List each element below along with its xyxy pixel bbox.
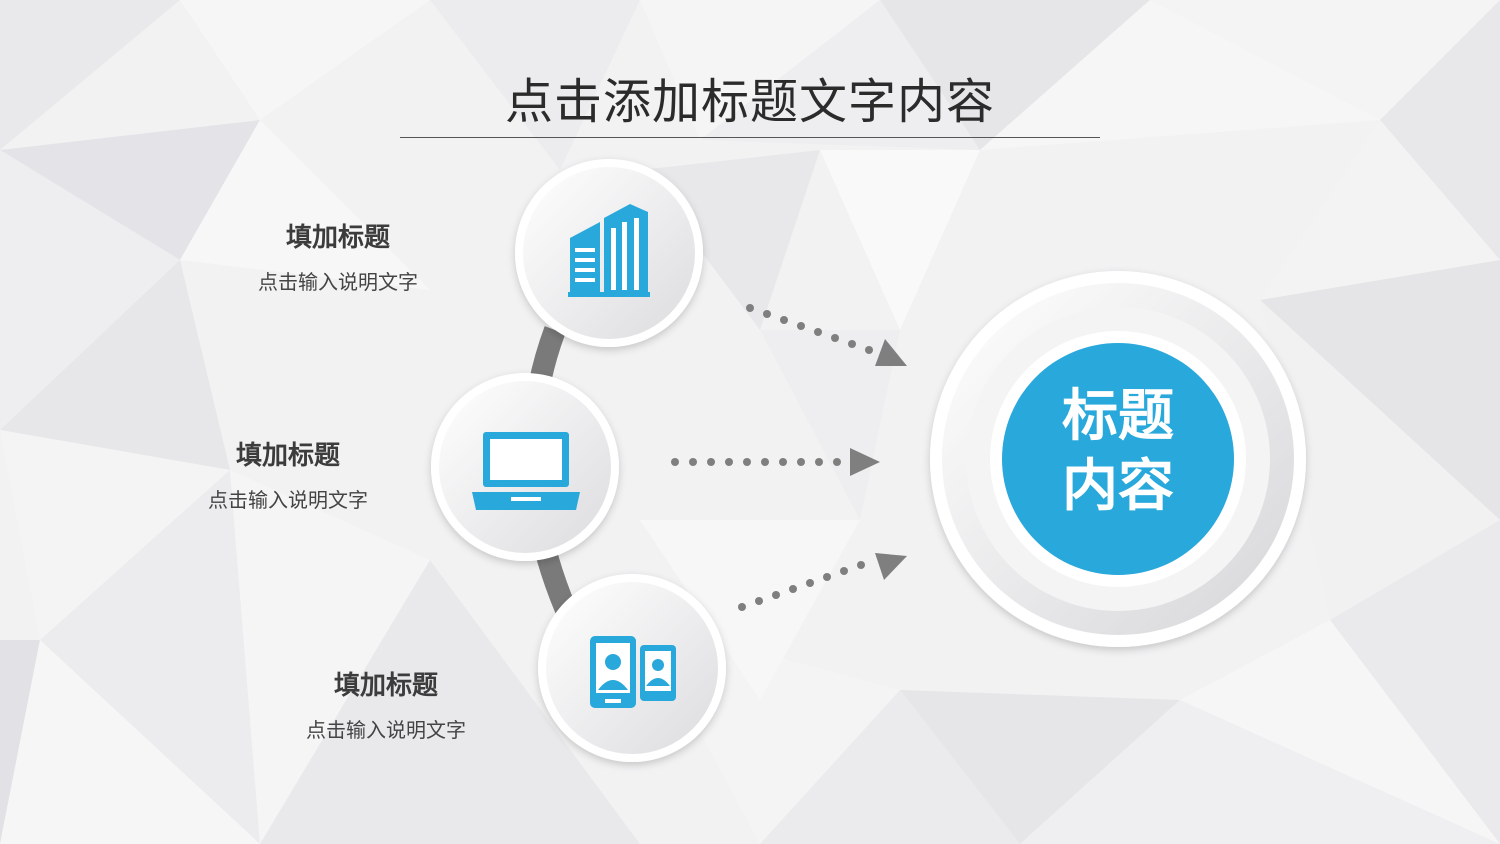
node-laptop [431, 373, 619, 561]
dotted-arrow-bottom [738, 553, 907, 611]
item-description: 点击输入说明文字 [306, 718, 466, 742]
dotted-arrow-top [746, 304, 907, 366]
item-description: 点击输入说明文字 [208, 488, 368, 512]
item-heading: 填加标题 [235, 441, 340, 471]
dotted-arrow-middle [671, 448, 880, 476]
title-underline [400, 137, 1100, 138]
item-description: 点击输入说明文字 [258, 270, 418, 294]
node-building [515, 159, 703, 347]
item-heading: 填加标题 [285, 223, 390, 253]
building-icon [568, 204, 650, 297]
item-label-2: 填加标题 点击输入说明文字 [168, 438, 408, 514]
node-phones [538, 574, 726, 762]
center-title-line-2: 内容 [1062, 454, 1174, 519]
page-title: 点击添加标题文字内容 [504, 74, 995, 130]
phones-icon [590, 636, 676, 708]
center-accent-disc [1002, 343, 1234, 575]
laptop-icon [472, 432, 580, 510]
center-title-line-1: 标题 [1062, 384, 1174, 449]
item-label-3: 填加标题 点击输入说明文字 [266, 668, 506, 744]
item-label-1: 填加标题 点击输入说明文字 [218, 220, 458, 296]
center-title: 标题 内容 [1018, 382, 1218, 522]
item-heading: 填加标题 [333, 671, 438, 701]
center-node [930, 271, 1306, 647]
